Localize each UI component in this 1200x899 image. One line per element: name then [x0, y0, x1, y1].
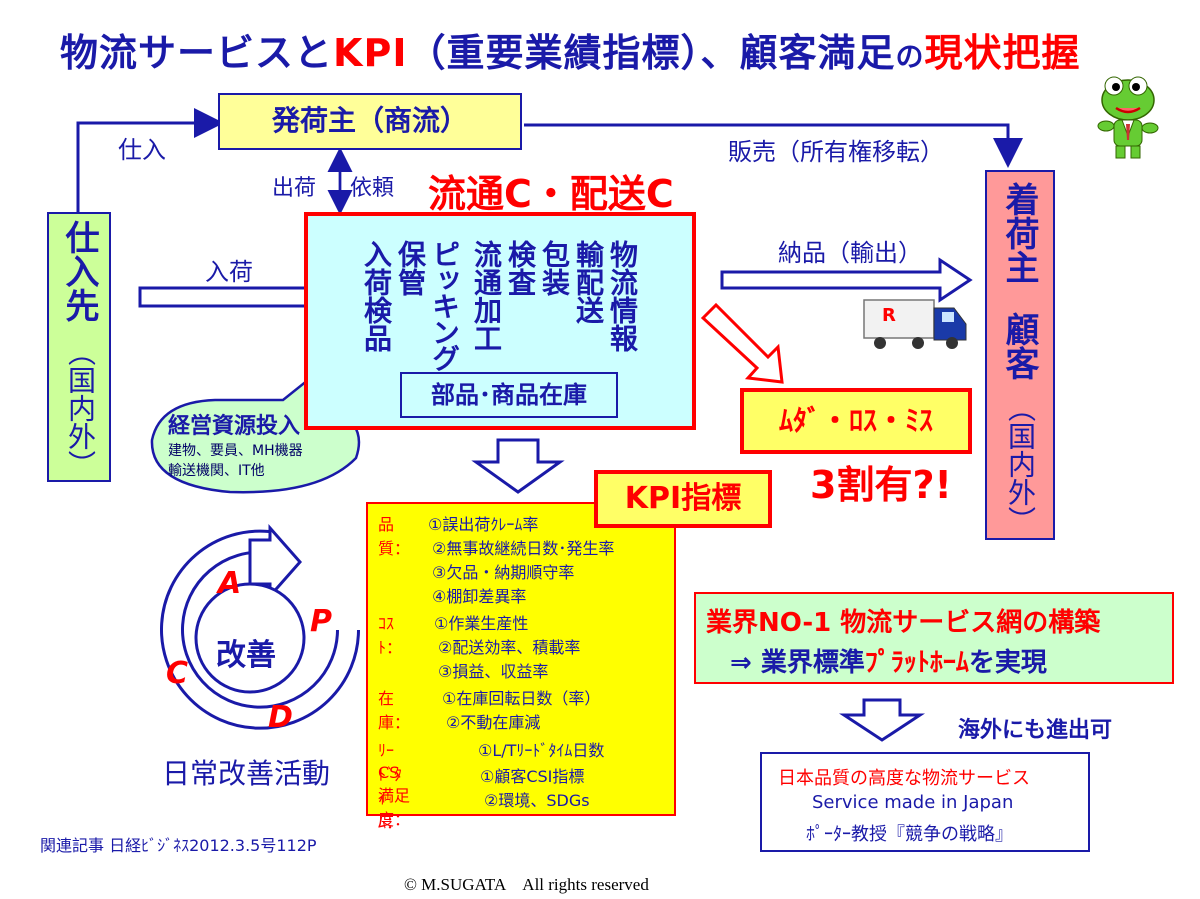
page-title: 物流サービスとKPI（重要業績指標）、顧客満足の現状把握 [60, 22, 1081, 77]
kpi-leadtime-category: ﾘｰﾄﾞﾀｲﾑ： [378, 741, 403, 832]
kpi-list-box [366, 502, 676, 816]
kpi-item: ②環境、SDGs [484, 791, 590, 810]
supplier-label: 仕入先 [59, 220, 99, 322]
delivery-label: 納品（輸出） [778, 239, 922, 267]
dc-function-info: 物流情報 [606, 240, 639, 352]
title-no: の [895, 40, 925, 73]
thirty-percent-label: 3割有?! [810, 463, 952, 507]
copyright-label: © M.SUGATA All rights reserved [404, 875, 649, 894]
pdca-a-label: A [218, 566, 242, 601]
title-kpi: KPI [333, 31, 408, 75]
dc-function-processing: 流通加工 [470, 240, 503, 352]
kpi-item: ②配送効率、積載率 [438, 638, 581, 657]
industry-line-2: ⇒ 業界標準ﾌﾟﾗｯﾄﾎｰﾑを実現 [730, 648, 1047, 678]
pdca-caption: 日常改善活動 [162, 757, 331, 790]
customer-label: 顧客 [999, 312, 1039, 380]
kpi-quality-category: 品質： [378, 515, 411, 558]
supplier-sub-label: （国内外） [64, 338, 97, 478]
truck-icon [863, 299, 967, 349]
title-part-3: 現状把握 [924, 31, 1081, 75]
frog-mascot-icon [1097, 76, 1159, 159]
kpi-item: ①誤出荷ｸﾚｰﾑ率 [428, 515, 539, 534]
dc-title: 流通C・配送C [428, 172, 674, 216]
kpi-item: ④棚卸差異率 [432, 587, 527, 606]
sales-label: 販売（所有権移転） [728, 138, 944, 166]
inventory-label: 部品･商品在庫 [431, 381, 587, 409]
title-part-1: 物流サービスと [60, 31, 334, 75]
industry-box: 業界NO-1 物流サービス網の構築 ⇒ 業界標準ﾌﾟﾗｯﾄﾎｰﾑを実現 [694, 592, 1174, 684]
dc-function-transport: 輸配送 [572, 240, 605, 324]
japan-line-3: ﾎﾟｰﾀｰ教授『競争の戦略』 [806, 824, 1013, 845]
receiving-label: 入荷 [205, 258, 253, 286]
consignee-box: 着荷主 顧客 （国内外） [985, 170, 1055, 540]
kpi-inventory-category: 在庫： [378, 689, 411, 732]
pdca-center-label: 改善 [216, 638, 276, 673]
resource-line-1: 建物、要員、MH機器 [168, 443, 303, 459]
supplier-box: 仕入先 （国内外） [47, 212, 111, 482]
shipper-label: 発荷主（商流） [271, 104, 468, 137]
dc-function-receiving-inspection: 入荷検品 [360, 240, 393, 352]
dc-function-storage: 保管 [394, 240, 427, 296]
industry-line-1: 業界NO-1 物流サービス網の構築 [706, 608, 1101, 638]
kpi-cs-category: CS満足度： [378, 763, 411, 829]
consignee-sub-label: （国内外） [1004, 394, 1037, 534]
purchase-label: 仕入 [118, 136, 166, 164]
kpi-item: ③欠品・納期順守率 [432, 563, 575, 582]
japan-line-1: 日本品質の高度な物流サービス [778, 768, 1030, 789]
japan-box: 日本品質の高度な物流サービス Service made in Japan ﾎﾟｰ… [760, 752, 1090, 852]
kpi-item: ①顧客CSI指標 [480, 767, 585, 786]
kpi-item: ①作業生産性 [434, 614, 529, 633]
waste-label: ﾑﾀﾞ・ﾛｽ・ﾐｽ [778, 404, 933, 437]
pdca-p-label: P [310, 604, 332, 639]
shipper-box: 発荷主（商流） [218, 93, 522, 150]
kpi-item: ①在庫回転日数（率） [442, 689, 601, 708]
kpi-label: KPI指標 [624, 481, 742, 516]
dc-function-picking: ピッキング [428, 240, 461, 370]
pdca-cycle-icon [160, 524, 360, 730]
pdca-d-label: D [268, 700, 293, 735]
consignee-label: 着荷主 [999, 182, 1039, 284]
article-reference: 関連記事 日経ﾋﾞｼﾞﾈｽ2012.3.5号112P [40, 836, 317, 855]
shipment-label: 出荷 [272, 176, 317, 201]
japan-line-2: Service made in Japan [812, 792, 1014, 813]
kpi-item: ②無事故継続日数･発生率 [432, 539, 615, 558]
truck-mark: R [882, 305, 896, 326]
kpi-item: ②不動在庫減 [446, 713, 541, 732]
dc-function-packaging: 包装 [538, 240, 571, 296]
dc-function-inspection: 検査 [504, 240, 537, 296]
title-part-2: （重要業績指標）、顧客満足 [407, 31, 896, 75]
kpi-label-box: KPI指標 [594, 470, 772, 528]
request-label: 依頼 [350, 176, 395, 201]
waste-box: ﾑﾀﾞ・ﾛｽ・ﾐｽ [740, 388, 972, 454]
kpi-item: ①L/Tﾘｰﾄﾞﾀｲﾑ日数 [478, 741, 605, 760]
kpi-item: ③損益、収益率 [438, 662, 549, 681]
pdca-c-label: C [166, 656, 189, 691]
overseas-label: 海外にも進出可 [958, 718, 1113, 743]
inventory-box: 部品･商品在庫 [400, 372, 618, 418]
resource-line-2: 輸送機関、IT他 [168, 463, 265, 479]
kpi-cost-category: ｺｽﾄ： [378, 614, 403, 657]
resource-title: 経営資源投入 [168, 414, 301, 439]
